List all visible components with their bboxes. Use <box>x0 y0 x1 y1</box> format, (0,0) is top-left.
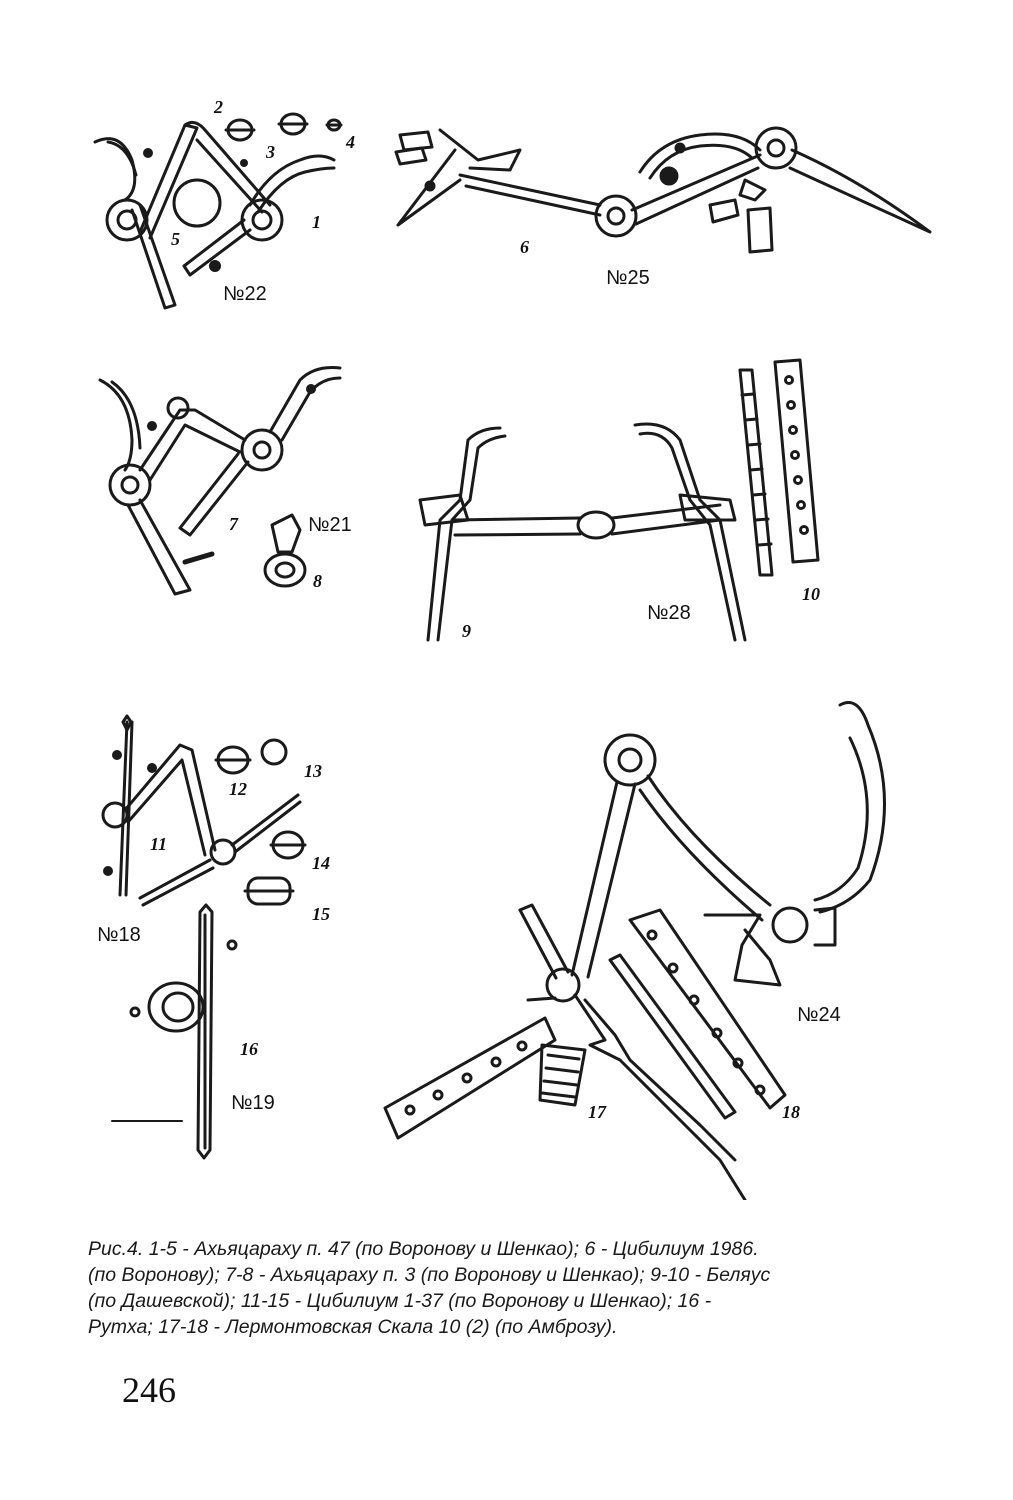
drawing-bit-22 <box>93 112 343 310</box>
group-label-25: №25 <box>606 267 650 289</box>
item-label-6: 6 <box>520 237 529 257</box>
drawing-bit-24 <box>383 701 886 1200</box>
item-label-8: 8 <box>313 571 322 591</box>
group-label-19: №19 <box>231 1092 275 1114</box>
item-label-13: 13 <box>304 761 322 781</box>
item-label-10: 10 <box>802 584 820 604</box>
drawing-bit-28 <box>418 358 820 642</box>
figure-caption: Рис.4. 1-5 - Ахьяцараху п. 47 (по Вороно… <box>88 1236 948 1340</box>
item-label-15: 15 <box>312 904 330 924</box>
group-label-21: №21 <box>308 514 352 536</box>
group-label-22: №22 <box>223 283 267 305</box>
item-label-7: 7 <box>229 514 238 534</box>
group-label-28: №28 <box>647 602 691 624</box>
item-label-3: 3 <box>266 142 275 162</box>
item-label-16: 16 <box>240 1039 258 1059</box>
item-label-4: 4 <box>346 132 355 152</box>
item-label-18: 18 <box>782 1102 800 1122</box>
figure-plate: 1 2 3 4 5 6 7 8 9 10 11 12 13 14 15 16 1… <box>93 97 932 1200</box>
item-label-17: 17 <box>588 1102 606 1122</box>
drawing-bit-19 <box>111 903 238 1160</box>
item-label-9: 9 <box>462 621 471 641</box>
group-label-18: №18 <box>97 924 141 946</box>
item-label-14: 14 <box>312 853 330 873</box>
item-label-2: 2 <box>214 97 223 117</box>
item-label-1: 1 <box>312 212 321 232</box>
caption-line: (по Дашевской); 11-15 - Цибилиум 1-37 (п… <box>88 1290 712 1312</box>
group-label-24: №24 <box>797 1004 841 1026</box>
item-label-11: 11 <box>150 834 168 854</box>
caption-line: (по Воронову); 7-8 - Ахьяцараху п. 3 (по… <box>88 1264 771 1286</box>
page-number: 246 <box>122 1370 176 1410</box>
item-label-12: 12 <box>229 779 247 799</box>
caption-line: Рис.4. 1-5 - Ахьяцараху п. 47 (по Вороно… <box>88 1238 759 1260</box>
item-label-5: 5 <box>171 229 180 249</box>
drawing-bit-25 <box>394 126 932 254</box>
caption-line: Рутха; 17-18 - Лермонтовская Скала 10 (2… <box>88 1316 618 1338</box>
drawing-bit-18 <box>101 714 307 907</box>
drawing-bit-21 <box>98 366 342 596</box>
